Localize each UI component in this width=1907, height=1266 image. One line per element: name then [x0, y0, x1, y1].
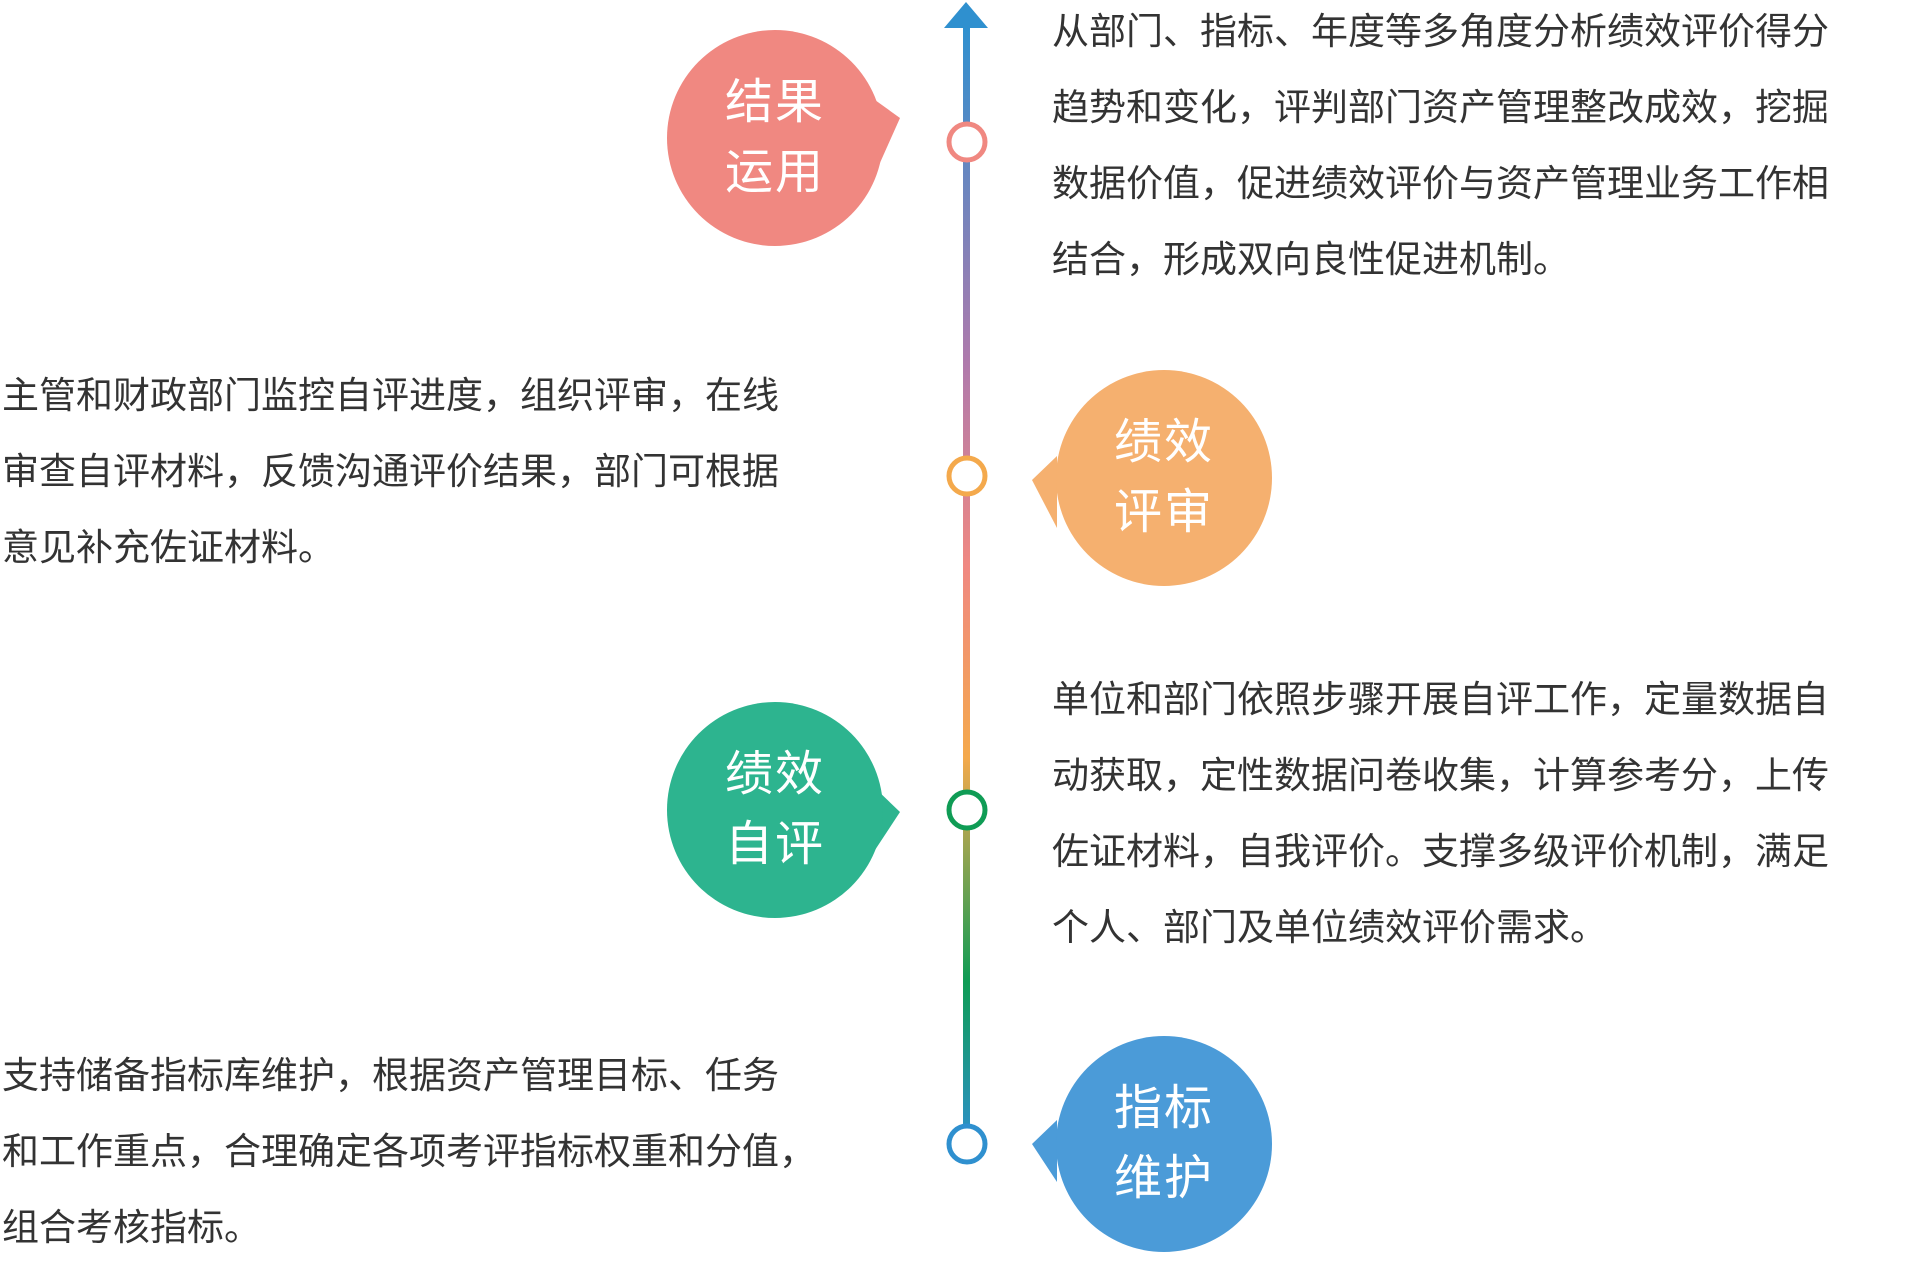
bubble-tail-index: [1032, 1120, 1057, 1182]
stage-label-line: 自评: [724, 818, 825, 871]
stage-circle-review: [1056, 370, 1272, 586]
stage-description-self: 单位和部门依照步骤开展自评工作，定量数据自 动获取，定性数据问卷收集，计算参考分…: [1052, 662, 1829, 966]
description-line: 趋势和变化，评判部门资产管理整改成效，挖掘: [1052, 87, 1829, 128]
description-line: 从部门、指标、年度等多角度分析绩效评价得分: [1052, 11, 1829, 52]
node-self: [946, 789, 988, 831]
description-line: 组合考核指标。: [2, 1207, 261, 1248]
arrow-up-icon: [944, 2, 988, 28]
stage-label-line: 运用: [724, 146, 825, 199]
stage-label-line: 评审: [1113, 486, 1214, 539]
bubble-tail-review: [1032, 456, 1057, 528]
description-line: 意见补充佐证材料。: [2, 527, 335, 568]
description-line: 数据价值，促进绩效评价与资产管理业务工作相: [1052, 163, 1829, 204]
stage-description-review: 主管和财政部门监控自评进度，组织评审，在线 审查自评材料，反馈沟通评价结果，部门…: [2, 358, 779, 586]
timeline-axis: [963, 28, 970, 1150]
stage-label-line: 结果: [724, 76, 825, 129]
description-line: 动获取，定性数据问卷收集，计算参考分，上传: [1052, 755, 1829, 796]
stage-label-line: 维护: [1113, 1152, 1214, 1205]
stage-label-line: 绩效: [724, 748, 825, 801]
stage-label-line: 绩效: [1113, 416, 1214, 469]
description-line: 结合，形成双向良性促进机制。: [1052, 239, 1570, 280]
stage-label-index: 指标 维护: [1056, 1036, 1272, 1252]
stage-label-self: 绩效 自评: [667, 702, 883, 918]
node-review: [946, 455, 988, 497]
stage-description-result: 从部门、指标、年度等多角度分析绩效评价得分 趋势和变化，评判部门资产管理整改成效…: [1052, 0, 1829, 298]
node-result: [946, 121, 988, 163]
stage-circle-index: [1056, 1036, 1272, 1252]
description-line: 支持储备指标库维护，根据资产管理目标、任务: [2, 1055, 779, 1096]
stage-label-line: 指标: [1113, 1082, 1214, 1135]
stage-circle-result: [667, 30, 883, 246]
description-line: 佐证材料，自我评价。支撑多级评价机制，满足: [1052, 831, 1829, 872]
description-line: 个人、部门及单位绩效评价需求。: [1052, 907, 1607, 948]
stage-circle-self: [667, 702, 883, 918]
stage-label-review: 绩效 评审: [1056, 370, 1272, 586]
description-line: 审查自评材料，反馈沟通评价结果，部门可根据: [2, 451, 779, 492]
node-index: [946, 1123, 988, 1165]
description-line: 和工作重点，合理确定各项考评指标权重和分值，: [2, 1131, 816, 1172]
stage-description-index: 支持储备指标库维护，根据资产管理目标、任务 和工作重点，合理确定各项考评指标权重…: [2, 1038, 816, 1266]
description-line: 单位和部门依照步骤开展自评工作，定量数据自: [1052, 679, 1829, 720]
description-line: 主管和财政部门监控自评进度，组织评审，在线: [2, 375, 779, 416]
stage-label-result: 结果 运用: [667, 30, 883, 246]
